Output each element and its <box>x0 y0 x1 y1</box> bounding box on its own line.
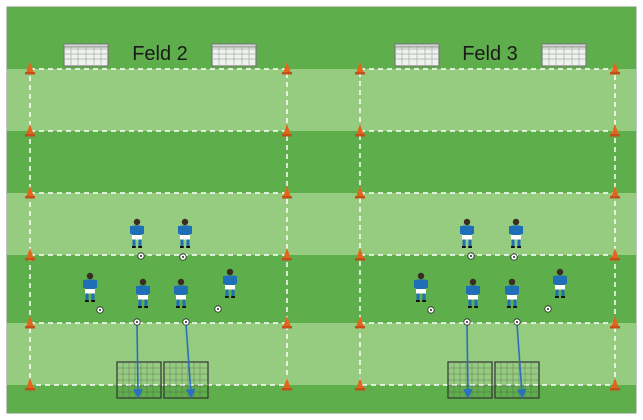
goal-icon <box>542 44 586 66</box>
ball-icon <box>215 306 221 312</box>
grass-stripes <box>7 7 636 413</box>
ball-icon <box>138 253 144 259</box>
ball-icon <box>514 319 520 325</box>
goal-icon <box>64 44 108 66</box>
ball-icon <box>468 253 474 259</box>
goal-icon <box>395 44 439 66</box>
ball-icon <box>97 307 103 313</box>
ball-icon <box>180 254 186 260</box>
pass-arrow-icon <box>467 324 468 394</box>
ball-icon <box>545 306 551 312</box>
field-2-label: Feld 2 <box>132 43 188 65</box>
ball-icon <box>134 319 140 325</box>
ball-icon <box>511 254 517 260</box>
ball-icon <box>428 307 434 313</box>
ball-icon <box>183 319 189 325</box>
field-3-label: Feld 3 <box>462 43 518 65</box>
goal-icon <box>212 44 256 66</box>
ball-icon <box>464 319 470 325</box>
pass-arrow-icon <box>137 324 138 394</box>
